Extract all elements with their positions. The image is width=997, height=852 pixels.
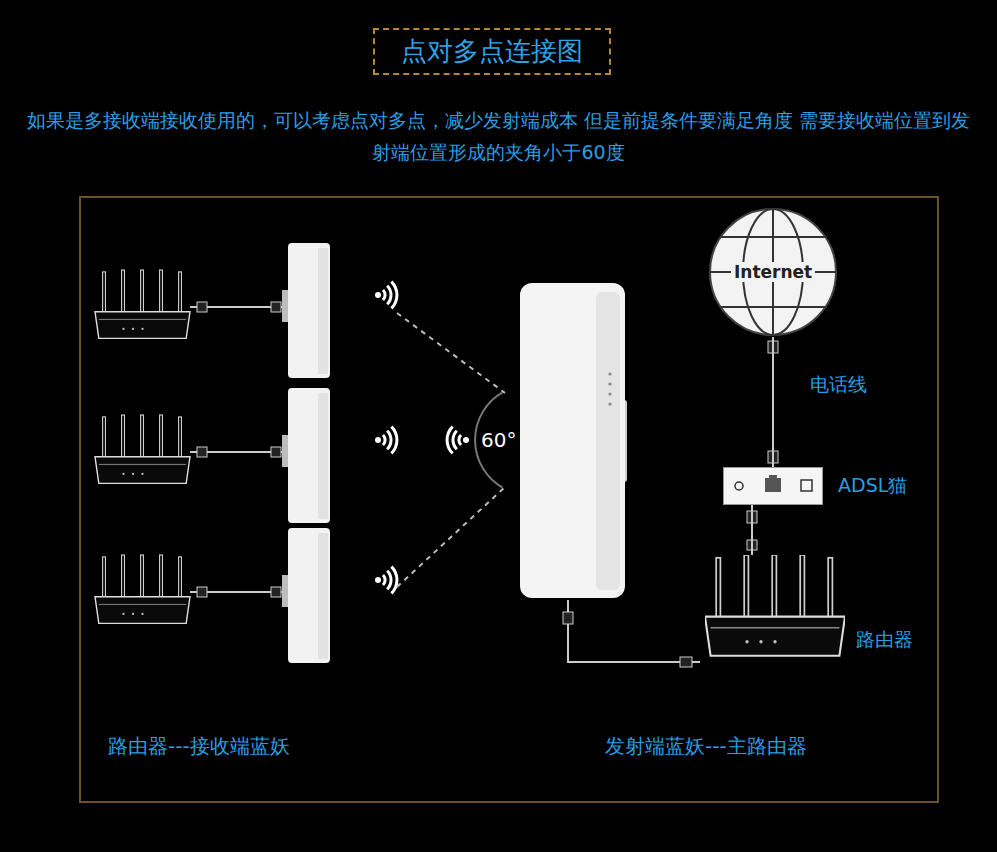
cable-label: 电话线 [810, 372, 867, 398]
globe-grid [710, 209, 836, 335]
wifi-symbol [447, 427, 461, 454]
node-label: 路由器 [856, 627, 913, 653]
diagram-title: 点对多点连接图 [373, 28, 611, 75]
ethernet-cable [568, 600, 700, 662]
router-drawing [705, 555, 845, 660]
cable-connector [751, 505, 753, 555]
cable-plug [680, 657, 692, 667]
node-label: Internet [731, 262, 815, 282]
cable-plug [563, 612, 573, 624]
main-router: 路由器 [705, 555, 845, 660]
modem-port [769, 475, 777, 479]
adsl-modem: ADSL猫 [723, 467, 823, 505]
transmitter-cpe [520, 283, 625, 598]
cable-connector [772, 337, 774, 467]
router-symbol [705, 555, 845, 656]
cpe-led [608, 392, 611, 395]
modem-drawing [723, 467, 823, 505]
receiver-row [95, 243, 397, 378]
internet-globe: Internet [708, 207, 838, 337]
modem-port [765, 478, 781, 492]
receiver-row [95, 528, 397, 663]
cpe-led [608, 382, 611, 385]
modem-power [735, 482, 743, 490]
wifi-dot [463, 437, 469, 443]
intro-note: 如果是多接收端接收使用的，可以考虑点对多点，减少发射端成本 但是前提条件要满足角… [26, 104, 971, 168]
modem-button [801, 480, 812, 491]
globe-outline [710, 209, 836, 335]
group-caption: 路由器---接收端蓝妖 [108, 733, 290, 760]
node-label: ADSL猫 [838, 473, 907, 499]
coverage-line [397, 487, 505, 587]
group-caption: 发射端蓝妖---主路由器 [605, 733, 807, 760]
coverage-line [397, 313, 505, 393]
panel-frame [80, 197, 938, 802]
cpe-led [608, 402, 611, 405]
modem-body [724, 468, 823, 505]
angle-label: 60° [481, 428, 516, 452]
cpe-shade [596, 292, 620, 590]
receiver-row [95, 388, 397, 523]
cpe-led [608, 372, 611, 375]
